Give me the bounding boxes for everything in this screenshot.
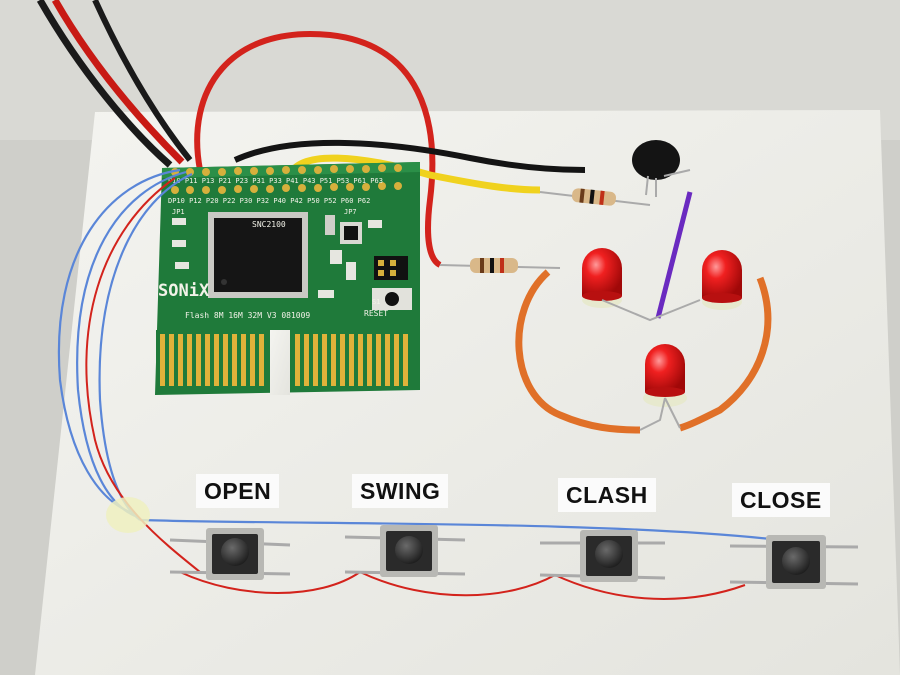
purple-jumper-wire — [655, 191, 693, 319]
push-button-clash[interactable] — [539, 530, 666, 582]
led-left — [582, 248, 622, 308]
orange-wires — [515, 269, 772, 434]
led-bottom — [643, 344, 687, 407]
gold-edge-connector — [156, 330, 416, 395]
red-button-wires — [179, 571, 746, 600]
pcb-pin-row-top: P10 P11 P13 P21 P23 P31 P33 P41 P43 P51 … — [168, 177, 383, 185]
push-button-swing[interactable] — [344, 525, 466, 577]
push-button-close[interactable] — [729, 535, 859, 589]
reset-label: RESET — [364, 309, 388, 318]
jp1-label: JP1 — [172, 208, 185, 216]
led-lead-wires — [601, 299, 701, 431]
sonix-pcb-board: P10 P11 P13 P21 P23 P31 P33 P41 P43 P51 … — [155, 162, 420, 395]
red-loop-wire — [194, 31, 442, 268]
thin-red-wire-left — [85, 177, 201, 573]
resistor-upper — [539, 188, 651, 206]
reset-switch — [372, 288, 412, 310]
hot-glue-blob — [106, 497, 150, 533]
jumper-header — [374, 256, 408, 280]
smd-components — [172, 215, 382, 298]
label-open: OPEN — [196, 474, 280, 508]
led-right — [702, 250, 742, 310]
flash-label: Flash 8M 16M 32M V3 081009 — [185, 311, 310, 320]
label-close: CLOSE — [732, 483, 830, 517]
label-clash: CLASH — [558, 478, 656, 512]
resistor-lower — [439, 258, 561, 273]
power-cable-bundle — [36, 0, 193, 168]
yellow-wire — [286, 154, 541, 194]
microcontroller-chip — [208, 212, 308, 298]
push-button-open[interactable] — [169, 528, 291, 580]
jp7-label: JP7 — [344, 208, 357, 216]
s1-label: S1 — [372, 298, 380, 306]
black-wire — [233, 139, 586, 173]
header-pin-row — [171, 164, 402, 194]
chip-label: SNC2100 — [252, 220, 286, 229]
transistor — [632, 140, 691, 197]
brand-logo-text: SONiX — [158, 281, 210, 301]
label-swing: SWING — [352, 474, 449, 508]
pcb-pin-row-bottom: DP10 P12 P20 P22 P30 P32 P40 P42 P50 P52… — [168, 197, 370, 205]
